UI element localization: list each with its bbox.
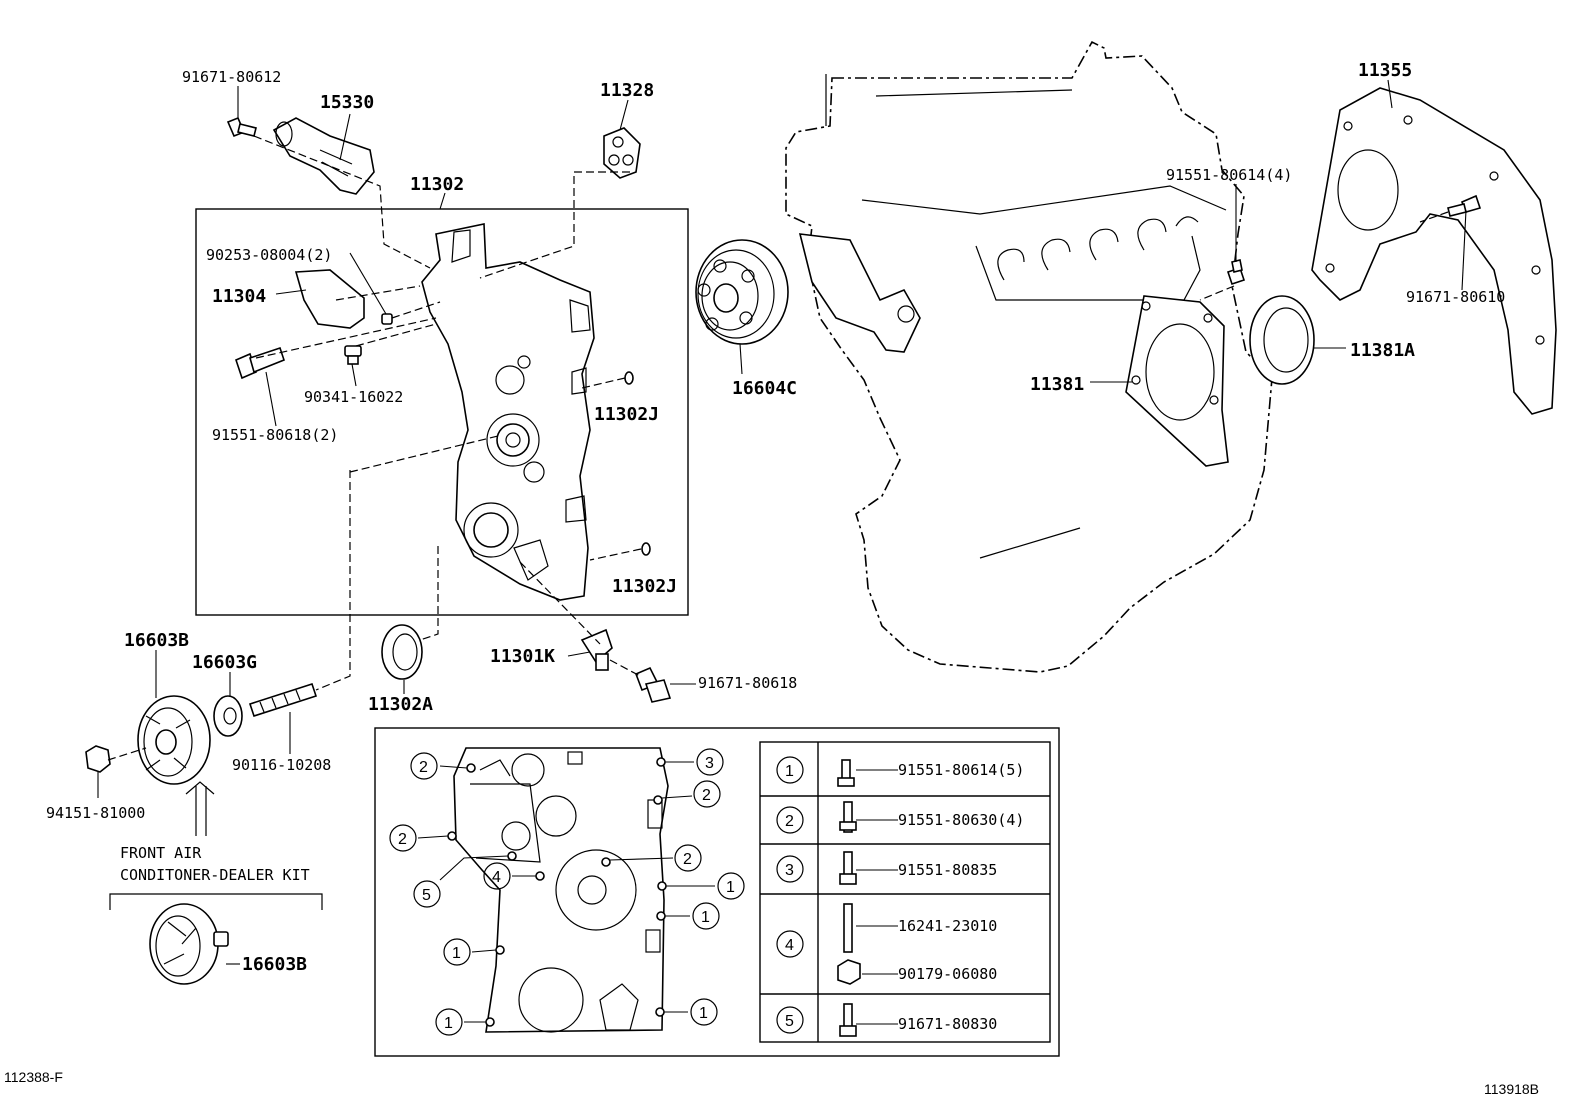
label-11302j-lower: 11302J bbox=[612, 576, 677, 597]
marker-2-b: 2 bbox=[702, 787, 711, 804]
marker-4: 4 bbox=[492, 869, 501, 886]
bolt-91671-80612 bbox=[226, 116, 257, 138]
label-11381a: 11381A bbox=[1350, 340, 1415, 361]
legend-num-3: 3 bbox=[785, 862, 794, 879]
label-16603b: 16603B bbox=[124, 630, 189, 651]
label-94151-81000: 94151-81000 bbox=[46, 804, 145, 822]
label-91671-80618: 91671-80618 bbox=[698, 674, 797, 692]
label-11302a: 11302A bbox=[368, 694, 433, 715]
bolt-91551-80618 bbox=[235, 346, 285, 380]
label-11355: 11355 bbox=[1358, 60, 1412, 81]
kit-note-line2: CONDITONER-DEALER KIT bbox=[120, 866, 310, 884]
label-91551-80614-4: 91551-80614(4) bbox=[1166, 166, 1292, 184]
legend-stud-icon-4 bbox=[843, 903, 853, 953]
label-16604c: 16604C bbox=[732, 378, 797, 399]
bolt-legend-table: 1 2 3 4 5 bbox=[759, 741, 1051, 1043]
marker-1-a: 1 bbox=[726, 879, 735, 896]
marker-1-b: 1 bbox=[701, 909, 710, 926]
timing-cover-box bbox=[195, 208, 689, 616]
label-91671-80610: 91671-80610 bbox=[1406, 288, 1505, 306]
legend-bolt-icon-5 bbox=[839, 1003, 857, 1037]
label-90341-16022: 90341-16022 bbox=[304, 388, 403, 406]
legend-num-4: 4 bbox=[785, 937, 794, 954]
sensor-11301k bbox=[580, 628, 613, 671]
end-plate-11355 bbox=[1311, 87, 1557, 415]
label-11381: 11381 bbox=[1030, 374, 1084, 395]
label-11302j-upper: 11302J bbox=[594, 404, 659, 425]
gasket-11328 bbox=[603, 127, 641, 179]
dowel-pin-11302j-upper bbox=[624, 371, 634, 385]
cover-plate-11304 bbox=[294, 269, 365, 329]
legend-bolt-icon-1 bbox=[837, 759, 855, 787]
marker-2-d: 2 bbox=[683, 851, 692, 868]
legend-bolt-icon-3 bbox=[839, 851, 857, 885]
label-11328: 11328 bbox=[600, 80, 654, 101]
dowel-pin-11302j-lower bbox=[641, 542, 651, 556]
engine-block-outline bbox=[785, 40, 1273, 673]
marker-2-a: 2 bbox=[419, 759, 428, 776]
legend-num-2: 2 bbox=[785, 813, 794, 830]
crank-pulley-16604c bbox=[695, 239, 789, 345]
label-11301k: 11301K bbox=[490, 646, 555, 667]
engine-port-holes bbox=[997, 216, 1199, 281]
detail-markers: 2 3 2 2 2 4 5 1 1 1 1 1 bbox=[389, 748, 745, 1036]
marker-2-c: 2 bbox=[398, 831, 407, 848]
oil-seal-11381a bbox=[1249, 295, 1315, 385]
footer-left-code: 112388-F bbox=[4, 1069, 63, 1085]
marker-1-c: 1 bbox=[452, 945, 461, 962]
legend-nut-icon-4 bbox=[837, 959, 861, 985]
legend-part-5: 91671-80830 bbox=[898, 1015, 997, 1033]
footer-right-code: 113918B bbox=[1484, 1081, 1539, 1097]
label-91551-80618: 91551-80618(2) bbox=[212, 426, 338, 444]
oil-seal-retainer-11381 bbox=[1125, 295, 1229, 467]
bolt-91551-80614 bbox=[1226, 259, 1246, 286]
marker-3: 3 bbox=[705, 755, 714, 772]
label-16603b-kit: 16603B bbox=[242, 954, 307, 975]
kit-note-line1: FRONT AIR bbox=[120, 844, 202, 862]
timing-chain-cover bbox=[421, 223, 595, 601]
stud-90116-10208 bbox=[248, 682, 318, 718]
legend-bolt-icon-2 bbox=[839, 801, 857, 833]
plug-90253 bbox=[381, 313, 393, 325]
bolt-location-box bbox=[374, 727, 1060, 1057]
plug-90341 bbox=[344, 345, 362, 365]
legend-part-4b: 90179-06080 bbox=[898, 965, 997, 983]
marker-5: 5 bbox=[422, 887, 431, 904]
label-91671-80612: 91671-80612 bbox=[182, 68, 281, 86]
label-90116-10208: 90116-10208 bbox=[232, 756, 331, 774]
label-11304: 11304 bbox=[212, 286, 266, 307]
legend-part-2: 91551-80630(4) bbox=[898, 811, 1024, 829]
legend-part-4a: 16241-23010 bbox=[898, 917, 997, 935]
detail-cover-outline bbox=[453, 747, 669, 1033]
marker-1-d: 1 bbox=[444, 1015, 453, 1032]
idler-pulley-16603b bbox=[137, 695, 211, 785]
kit-bracket bbox=[109, 893, 323, 910]
label-90253-08004: 90253-08004(2) bbox=[206, 246, 332, 264]
oil-control-valve-15330 bbox=[272, 117, 375, 195]
label-15330: 15330 bbox=[320, 92, 374, 113]
legend-num-1: 1 bbox=[785, 763, 794, 780]
legend-part-1: 91551-80614(5) bbox=[898, 761, 1024, 779]
leader-lines bbox=[97, 79, 1467, 965]
label-11302: 11302 bbox=[410, 174, 464, 195]
assembly-lines bbox=[107, 135, 1449, 761]
kit-pulley-16603b bbox=[149, 903, 229, 985]
oil-seal-11302a bbox=[381, 624, 423, 680]
arrow-up-icon bbox=[185, 781, 215, 836]
legend-num-5: 5 bbox=[785, 1013, 794, 1030]
bolt-91671-80618 bbox=[634, 666, 672, 703]
label-16603g: 16603G bbox=[192, 652, 257, 673]
marker-1-e: 1 bbox=[699, 1005, 708, 1022]
washer-16603g bbox=[213, 695, 243, 737]
legend-part-3: 91551-80835 bbox=[898, 861, 997, 879]
nut-94151-81000 bbox=[85, 745, 111, 773]
